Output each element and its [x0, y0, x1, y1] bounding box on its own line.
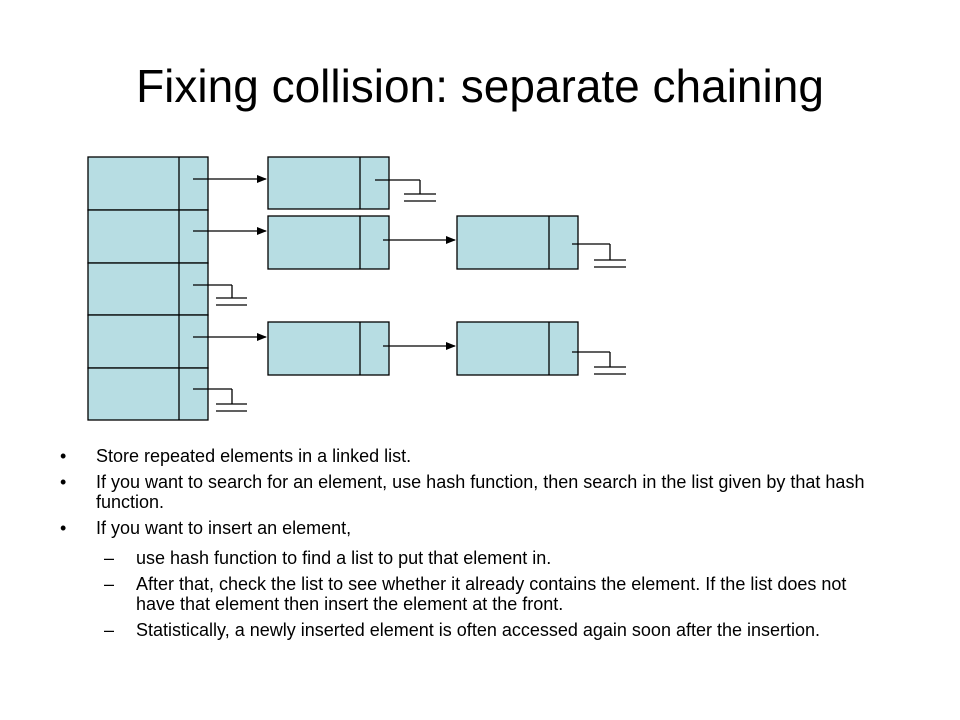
- sub-bullet-item: – Statistically, a newly inserted elemen…: [60, 620, 890, 640]
- hash-slot: [87, 209, 209, 264]
- null-pointer-symbol: [375, 179, 436, 202]
- hash-slot: [87, 314, 209, 369]
- bullet-item: • Store repeated elements in a linked li…: [60, 446, 890, 466]
- list-node: [267, 215, 390, 270]
- sub-bullet-text: Statistically, a newly inserted element …: [136, 620, 821, 640]
- hash-table-array: [87, 156, 209, 421]
- hash-slot: [87, 367, 209, 421]
- null-pointer-symbol: [572, 243, 626, 268]
- bullet-marker: •: [60, 472, 67, 492]
- sub-bullet-text: use hash function to find a list to put …: [136, 548, 552, 568]
- bullet-item: • If you want to search for an element, …: [60, 472, 890, 512]
- sub-bullet-item: – use hash function to find a list to pu…: [60, 548, 890, 568]
- bullet-text: If you want to insert an element,: [96, 518, 352, 538]
- hash-slot: [87, 156, 209, 211]
- hash-slot: [87, 262, 209, 316]
- null-pointer-symbol: [193, 284, 247, 306]
- sub-bullet-marker: –: [104, 574, 115, 594]
- null-pointer-symbol: [193, 388, 247, 412]
- bullet-item: • If you want to insert an element,: [60, 518, 890, 538]
- sub-bullet-item: – After that, check the list to see whet…: [60, 574, 890, 614]
- null-pointer-symbol: [572, 351, 626, 375]
- separate-chaining-diagram: [87, 156, 626, 421]
- sub-bullet-marker: –: [104, 548, 115, 568]
- list-node: [456, 321, 579, 376]
- bullet-marker: •: [60, 446, 67, 466]
- list-node: [267, 156, 390, 210]
- bullet-marker: •: [60, 518, 67, 538]
- bullet-list: • Store repeated elements in a linked li…: [60, 446, 890, 646]
- sub-bullet-marker: –: [104, 620, 115, 640]
- list-node: [456, 215, 579, 270]
- slide-title: Fixing collision: separate chaining: [136, 60, 824, 112]
- bullet-text: Store repeated elements in a linked list…: [96, 446, 412, 466]
- list-node: [267, 321, 390, 376]
- sub-bullet-text: After that, check the list to see whethe…: [136, 574, 847, 614]
- bullet-text: If you want to search for an element, us…: [96, 472, 865, 512]
